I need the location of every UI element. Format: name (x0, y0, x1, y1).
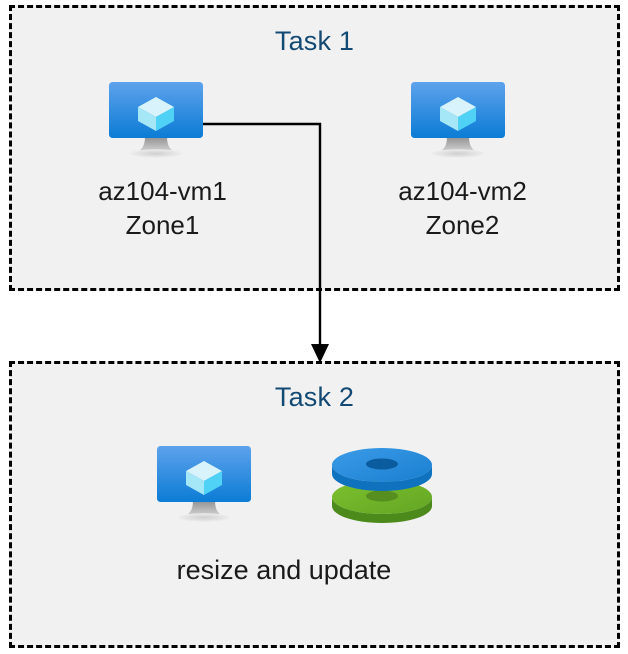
managed-disks-icon[interactable] (330, 443, 434, 523)
task-2-title: Task 2 (274, 382, 355, 412)
task-1-title: Task 1 (274, 26, 355, 56)
virtual-machine-glyph (157, 446, 251, 522)
virtual-machine-glyph (109, 82, 203, 158)
virtual-machine-icon-vm1[interactable] (109, 82, 212, 162)
vm2-caption: az104-vm2 Zone2 (398, 176, 527, 240)
task-2-caption: resize and update (176, 555, 392, 585)
virtual-machine-icon-vm2[interactable] (411, 82, 514, 162)
vm1-caption: az104-vm1 Zone1 (98, 176, 227, 240)
disk-blue (332, 448, 432, 491)
virtual-machine-glyph (411, 82, 505, 158)
virtual-machine-icon-task2[interactable] (157, 446, 260, 526)
managed-disks-glyph (332, 448, 432, 523)
